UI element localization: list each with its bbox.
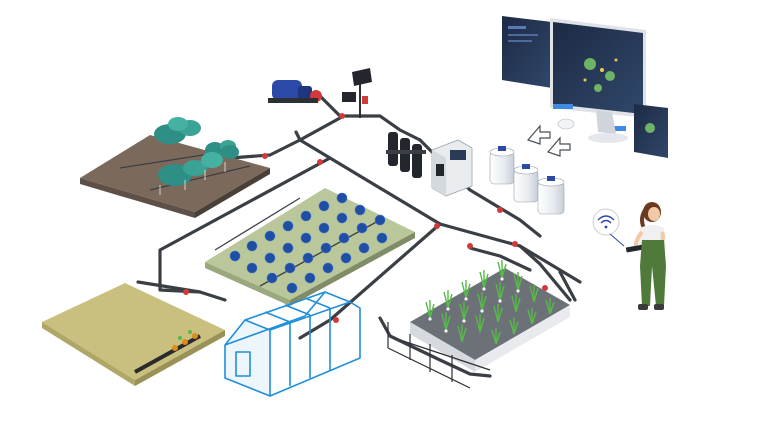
trees-icon [154, 117, 236, 158]
drip-line-icon [134, 330, 201, 374]
person-with-tablet-icon [625, 202, 666, 310]
valves [183, 113, 548, 323]
monitor-icon [502, 16, 668, 158]
mouse-icon [557, 118, 575, 130]
filter-icon [386, 132, 426, 178]
wifi-icon [592, 208, 625, 247]
hydroponic-bed [387, 260, 570, 389]
greenhouse-icon [224, 291, 361, 397]
solar-panel-icon [342, 68, 372, 118]
controller-icon [431, 139, 473, 197]
seedling-icon [425, 260, 555, 345]
orchard-plot [80, 117, 270, 218]
sand-plot [42, 283, 225, 386]
trees-icon [158, 145, 239, 186]
greenhouse [224, 291, 361, 397]
plants-icon [229, 192, 388, 294]
arrow-icon [526, 124, 571, 157]
field-plot [205, 188, 415, 306]
tank-icon [489, 146, 565, 215]
pump-icon [268, 80, 322, 103]
